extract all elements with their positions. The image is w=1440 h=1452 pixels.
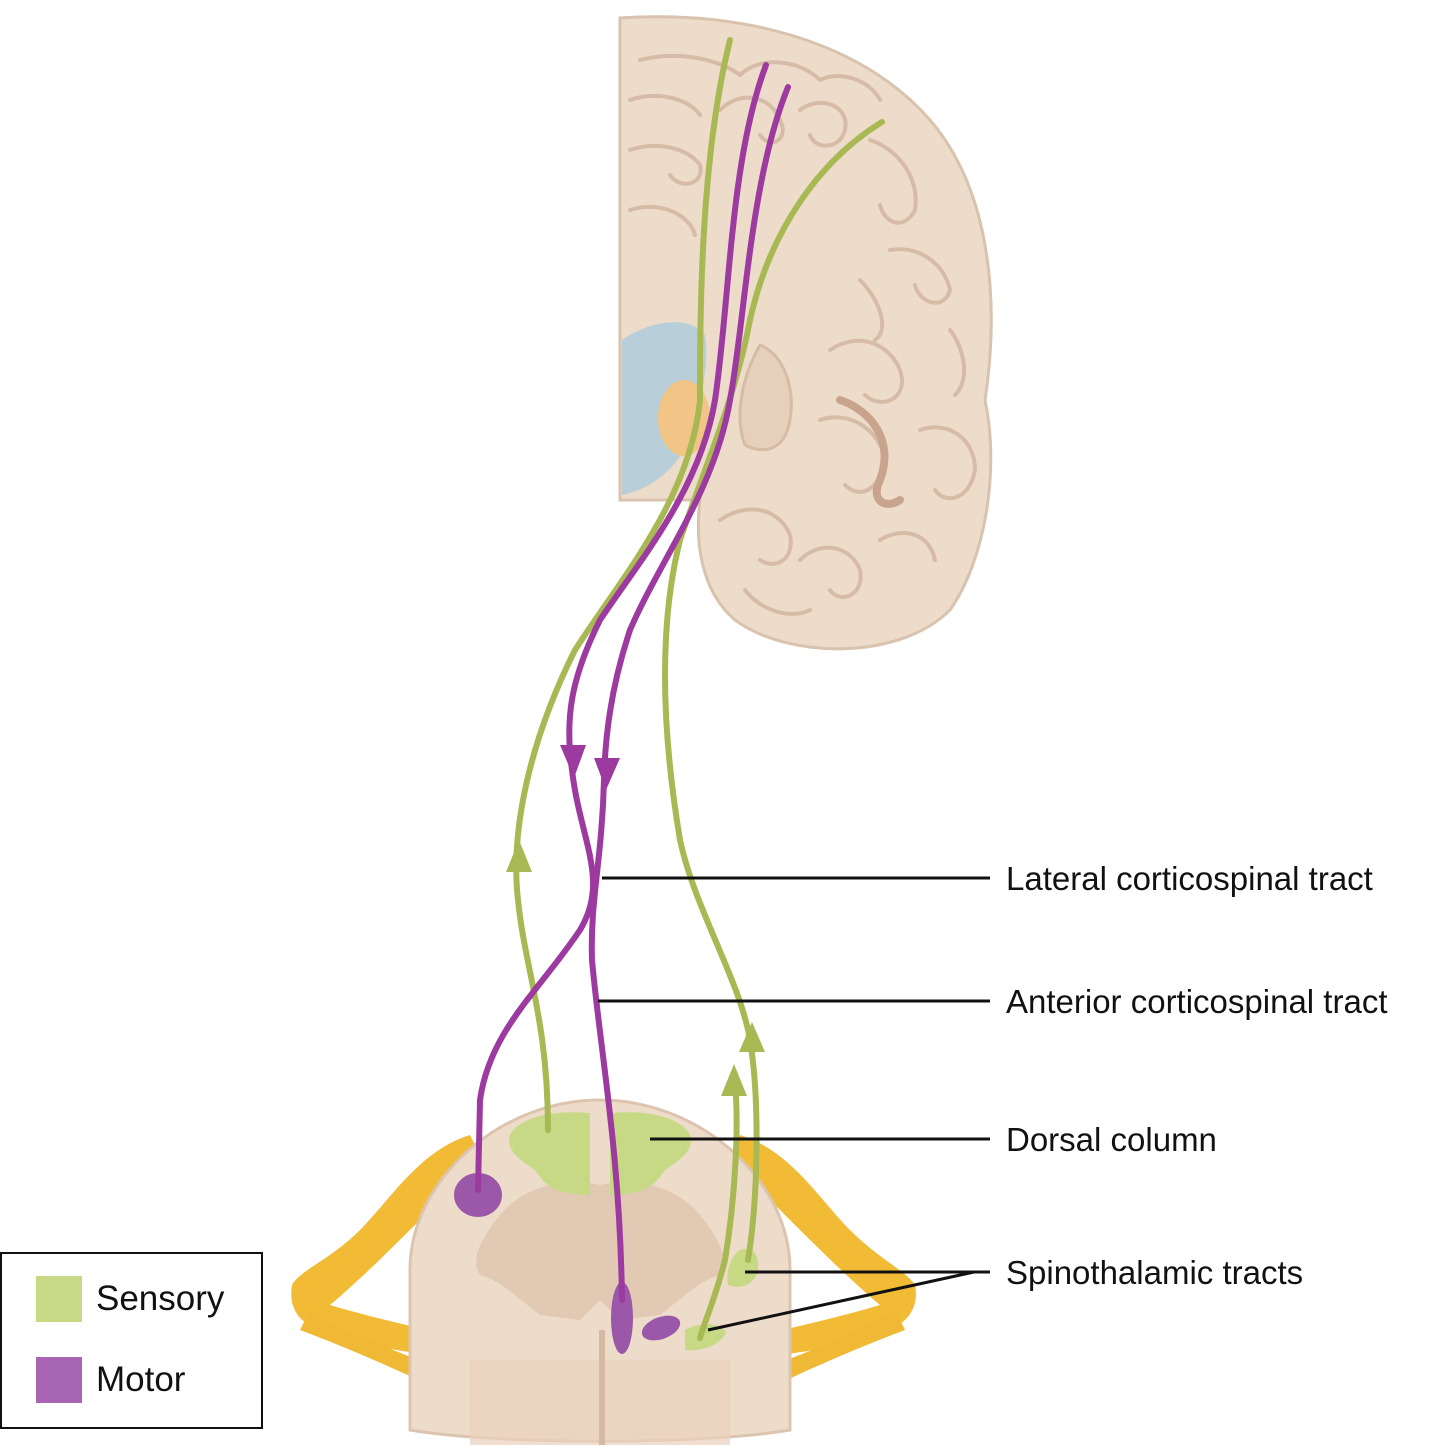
legend-swatch-sensory (36, 1276, 82, 1322)
lentiform-nucleus (738, 343, 793, 452)
cerebral-hemisphere (618, 15, 993, 651)
motor-tract-anterior (588, 84, 791, 1303)
legend-item-motor: Motor (36, 1357, 185, 1403)
label-dorsal-column: Dorsal column (1006, 1121, 1217, 1158)
legend-label-motor: Motor (96, 1360, 186, 1399)
arrowheads (506, 745, 765, 1096)
legend: Sensory Motor (0, 1252, 263, 1429)
label-spinothalamic-tracts: Spinothalamic tracts (1006, 1254, 1304, 1291)
tracts (475, 37, 885, 1341)
legend-label-sensory: Sensory (96, 1279, 225, 1318)
leader-spinothalamic-lower (707, 1270, 975, 1332)
motor-nucleus-small (641, 1315, 681, 1341)
cortical-folds (628, 53, 978, 616)
sensory-tract-spinothalamic-outer (662, 119, 885, 1263)
lateral-corticospinal-nucleus (454, 1173, 502, 1217)
label-lateral-corticospinal-tract: Lateral corticospinal tract (1006, 860, 1373, 897)
right-nerve-root (730, 1135, 916, 1360)
arrowhead-sensory-inner (721, 1064, 747, 1096)
spinal-cord (291, 1098, 916, 1445)
lateral-sulcus (836, 396, 904, 508)
legend-swatch-motor (36, 1357, 82, 1403)
spinothalamic-patch-lower (685, 1324, 726, 1351)
grey-matter (476, 1181, 724, 1320)
dorsal-column-right (610, 1112, 691, 1195)
arrowhead-sensory-outer (739, 1022, 765, 1052)
callout-lines (598, 876, 990, 1332)
sensory-tract-dorsal (513, 37, 733, 1133)
arrowhead-motor-anterior (594, 758, 620, 790)
dorsal-column-left (509, 1112, 590, 1195)
sensory-tract-spinothalamic-inner (697, 1072, 740, 1341)
arrowhead-sensory-dorsal (506, 840, 532, 872)
motor-tract-lateral (475, 62, 769, 1193)
brain-hemisphere (618, 15, 993, 651)
label-anterior-corticospinal-tract: Anterior corticospinal tract (1006, 983, 1388, 1020)
legend-item-sensory: Sensory (36, 1276, 224, 1322)
anterior-corticospinal-nucleus (611, 1282, 633, 1354)
arrowhead-motor-lateral (560, 745, 586, 778)
